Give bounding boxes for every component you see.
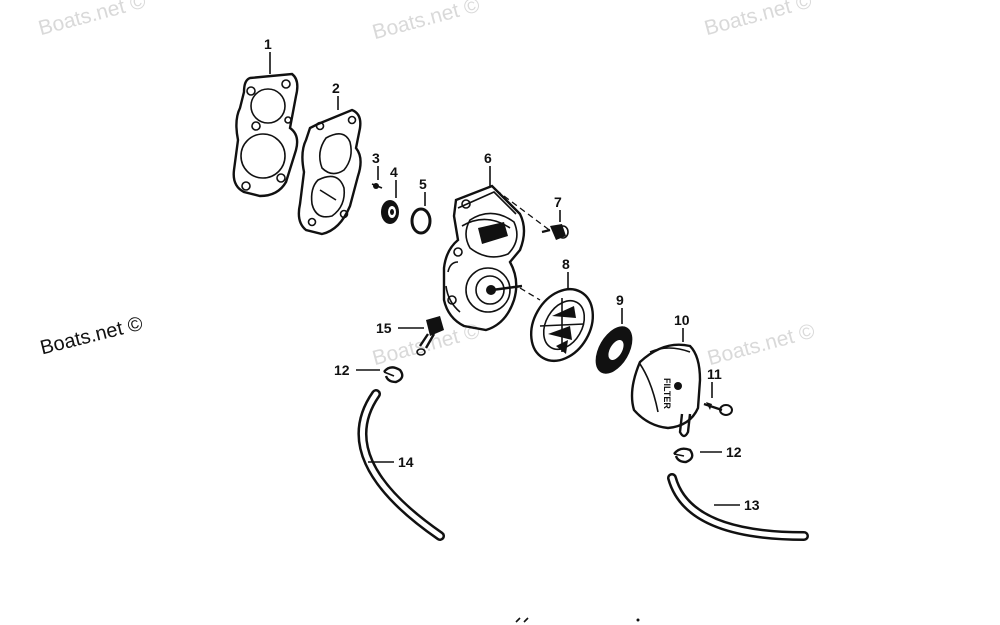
callout-3: 3 [372,150,380,180]
clamp-part-12-right[interactable] [673,447,694,464]
screw-part-11[interactable] [703,402,733,416]
callout-label: 6 [484,150,492,166]
callout-label: 5 [419,176,427,192]
callout-label: 7 [554,194,562,210]
bolt-part-7[interactable] [541,224,569,240]
callout-4: 4 [390,164,398,198]
callout-6: 6 [484,150,492,186]
callout-15: 15 [376,320,424,336]
hose-part-13[interactable] [667,473,809,541]
callout-12-left: 12 [334,362,380,378]
valve-part-4[interactable] [381,200,399,224]
o-ring-part-5[interactable] [410,207,432,235]
assembly-guide-line [519,287,541,301]
filter-bowl-part-10[interactable]: FILTER [630,343,702,438]
callout-label: 14 [398,454,414,470]
callout-2: 2 [332,80,340,110]
callout-label: 10 [674,312,690,328]
cropped-mark [515,617,529,623]
callout-9: 9 [616,292,624,324]
callout-label: 13 [744,497,760,513]
callout-label: 15 [376,320,392,336]
callout-8: 8 [562,256,570,290]
callout-label: 4 [390,164,398,180]
callout-5: 5 [419,176,427,206]
callout-label: 1 [264,36,272,52]
callout-7: 7 [554,194,562,222]
callout-label: 9 [616,292,624,308]
callout-1: 1 [264,36,272,74]
callout-13: 13 [714,497,760,513]
filter-label: FILTER [662,378,672,409]
seal-part-9[interactable] [588,320,640,380]
screen-part-8[interactable] [519,278,605,372]
fitting-part-15[interactable] [416,316,444,356]
callout-label: 12 [334,362,350,378]
callout-14: 14 [368,454,414,470]
callout-11: 11 [707,366,722,398]
callout-10: 10 [674,312,690,342]
gasket-part-1[interactable] [232,72,299,198]
clamp-part-12-left[interactable] [383,366,404,384]
callout-label: 11 [707,366,722,382]
callout-label: 3 [372,150,380,166]
callout-label: 12 [726,444,742,460]
callout-12-right: 12 [700,444,742,460]
callout-label: 2 [332,80,340,96]
pump-body-part-6[interactable] [442,184,526,332]
callout-label: 8 [562,256,570,272]
screw-part-3[interactable] [371,183,383,189]
cropped-mark [636,618,640,622]
assembly-guide-line [495,189,553,233]
diaphragm-part-2[interactable] [297,108,362,236]
